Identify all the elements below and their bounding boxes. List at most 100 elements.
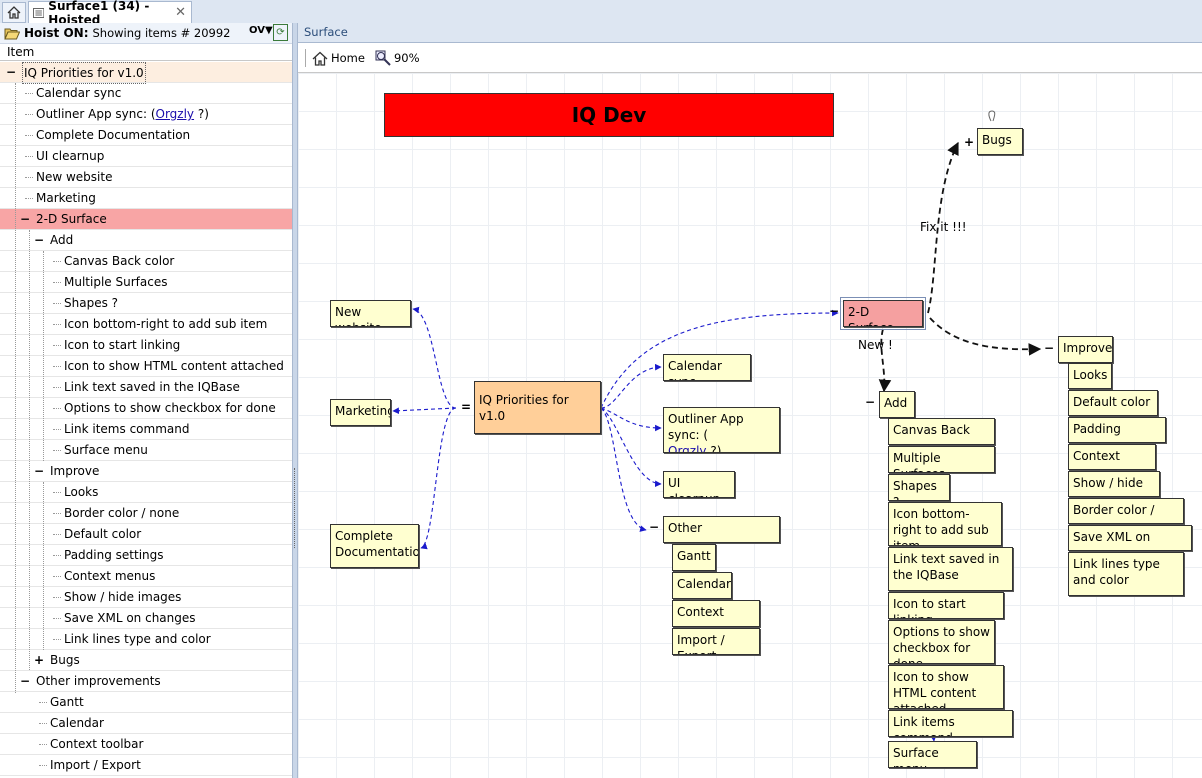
node-ui-cleanup[interactable]: UI clearnup [663, 471, 735, 498]
outline-row[interactable]: Complete Documentation [0, 125, 292, 146]
other-child-2[interactable]: Context [672, 600, 760, 627]
ov-sort-icon[interactable]: OV▼ [249, 25, 273, 36]
collapse-toggle-icon[interactable]: − [6, 65, 17, 79]
outline-row[interactable]: −2-D Surface [0, 209, 292, 230]
node-documentation[interactable]: Complete Documentatio ... [330, 524, 419, 568]
outline-row[interactable]: Import / Export [0, 755, 292, 776]
splitter-grip[interactable] [294, 468, 297, 548]
column-header-item[interactable]: Item [0, 44, 292, 61]
node-surface-menu[interactable]: Surface menu [888, 741, 977, 768]
zoom-button[interactable]: 90% [375, 50, 420, 66]
outline-row[interactable]: Surface menu [0, 440, 292, 461]
add-child-5[interactable]: Icon to start linking [888, 592, 1004, 619]
outline-row[interactable]: Calendar sync [0, 83, 292, 104]
add-child-3[interactable]: Icon bottom-right to add sub item [888, 502, 1002, 546]
outline-row[interactable]: −Improve [0, 461, 292, 482]
orgzly-link[interactable]: Orgzly [668, 444, 707, 453]
tab-surface1-hoisted[interactable]: Surface1 (34) - Hoisted ✕ [28, 0, 192, 27]
outline-row[interactable]: New website [0, 167, 292, 188]
outline-row[interactable]: Icon to start linking [0, 335, 292, 356]
outline-row[interactable]: Link text saved in the IQBase [0, 377, 292, 398]
tree-connector [53, 261, 61, 262]
surface-canvas[interactable]: IQ Dev IQ Priorities for v1.0 = New webs… [298, 73, 1202, 778]
other-child-3[interactable]: Import / Export [672, 628, 760, 655]
outline-row[interactable]: Default color [0, 524, 292, 545]
add-child-8[interactable]: Link items command [888, 710, 1013, 737]
outline-row[interactable]: Looks [0, 482, 292, 503]
folder-open-icon[interactable] [4, 27, 20, 40]
outline-row[interactable]: Shapes ? [0, 293, 292, 314]
collapse-toggle-icon[interactable]: − [34, 464, 45, 478]
outline-row[interactable]: Multiple Surfaces [0, 272, 292, 293]
improve-child-2[interactable]: Padding [1068, 417, 1166, 443]
other-child-1[interactable]: Calendar [672, 572, 732, 599]
improve-child-0[interactable]: Looks [1068, 363, 1112, 389]
outline-row[interactable]: Show / hide images [0, 587, 292, 608]
close-icon[interactable]: ✕ [175, 5, 186, 20]
node-marketing[interactable]: Marketing [330, 399, 391, 426]
add-child-4[interactable]: Link text saved in the IQBase [888, 547, 1013, 591]
orgzly-link[interactable]: Orgzly [155, 107, 195, 121]
improve-child-5[interactable]: Border color / none [1068, 498, 1184, 524]
add-child-2[interactable]: Shapes ? [888, 474, 950, 501]
home-tab[interactable] [2, 2, 26, 23]
collapse-toggle-icon[interactable]: − [20, 674, 31, 688]
hoist-bar: Hoist ON: Showing items # 20992 OV▼ ⟳ [0, 23, 292, 44]
node-add[interactable]: Add [879, 391, 915, 418]
collapse-toggle-icon[interactable]: − [20, 212, 31, 226]
node-improve[interactable]: Improve [1058, 336, 1113, 363]
outline-row[interactable]: Padding settings [0, 545, 292, 566]
surface-tab[interactable]: Surface [298, 23, 1202, 43]
surface-collapse-toggle[interactable]: − [829, 304, 840, 318]
outline-row[interactable]: Icon bottom-right to add sub item [0, 314, 292, 335]
outline-row[interactable]: Outliner App sync: (Orgzly ?) [0, 104, 292, 125]
outline-row[interactable]: −IQ Priorities for v1.0 [0, 62, 292, 84]
home-button[interactable]: Home [312, 51, 365, 66]
add-child-7[interactable]: Icon to show HTML content attached [888, 665, 1004, 709]
outline-row[interactable]: Canvas Back color [0, 251, 292, 272]
title-node[interactable]: IQ Dev [384, 93, 834, 137]
root-collapse-toggle[interactable]: = [461, 400, 472, 414]
outline-item-label: Shapes ? [64, 293, 118, 313]
outline-panel: Hoist ON: Showing items # 20992 OV▼ ⟳ It… [0, 23, 292, 778]
node-2d-surface[interactable]: 2-D Surface [840, 297, 926, 330]
node-other[interactable]: Other [663, 516, 780, 543]
outline-row[interactable]: Context menus [0, 566, 292, 587]
bugs-expand-toggle[interactable]: + [964, 135, 975, 149]
add-child-1[interactable]: Multiple Surfaces [888, 446, 995, 473]
panel-splitter[interactable] [292, 23, 298, 778]
node-new-website[interactable]: New website [330, 300, 411, 327]
outline-row[interactable]: Marketing [0, 188, 292, 209]
improve-child-3[interactable]: Context [1068, 444, 1156, 470]
add-child-6[interactable]: Options to show checkbox for done [888, 620, 995, 664]
refresh-icon[interactable]: ⟳ [273, 24, 288, 41]
add-collapse-toggle[interactable]: − [865, 395, 876, 409]
outline-row[interactable]: −Add [0, 230, 292, 251]
outline-row[interactable]: Calendar [0, 713, 292, 734]
improve-child-1[interactable]: Default color [1068, 390, 1158, 416]
outline-row[interactable]: Options to show checkbox for done [0, 398, 292, 419]
improve-child-4[interactable]: Show / hide [1068, 471, 1160, 497]
outline-row[interactable]: Icon to show HTML content attached [0, 356, 292, 377]
outline-row[interactable]: Link lines type and color [0, 629, 292, 650]
node-bugs[interactable]: Bugs [977, 128, 1023, 155]
root-node[interactable]: IQ Priorities for v1.0 [474, 381, 601, 434]
improve-child-6[interactable]: Save XML on [1068, 525, 1192, 551]
outline-row[interactable]: Link items command [0, 419, 292, 440]
outline-row[interactable]: Context toolbar [0, 734, 292, 755]
add-child-0[interactable]: Canvas Back [888, 418, 995, 445]
node-outliner-sync[interactable]: Outliner App sync: ( Orgzly ?) [663, 407, 780, 453]
outline-row[interactable]: Border color / none [0, 503, 292, 524]
improve-child-7[interactable]: Link lines type and color [1068, 552, 1184, 596]
outline-row[interactable]: −Other improvements [0, 671, 292, 692]
other-collapse-toggle[interactable]: − [649, 520, 660, 534]
collapse-toggle-icon[interactable]: − [34, 233, 45, 247]
outline-row[interactable]: +Bugs [0, 650, 292, 671]
outline-row[interactable]: Save XML on changes [0, 608, 292, 629]
outline-row[interactable]: Gantt [0, 692, 292, 713]
expand-toggle-icon[interactable]: + [34, 653, 45, 667]
outline-row[interactable]: UI clearnup [0, 146, 292, 167]
node-calendar-sync[interactable]: Calendar sync [663, 354, 751, 381]
other-child-0[interactable]: Gantt [672, 544, 716, 571]
improve-collapse-toggle[interactable]: − [1044, 341, 1055, 355]
